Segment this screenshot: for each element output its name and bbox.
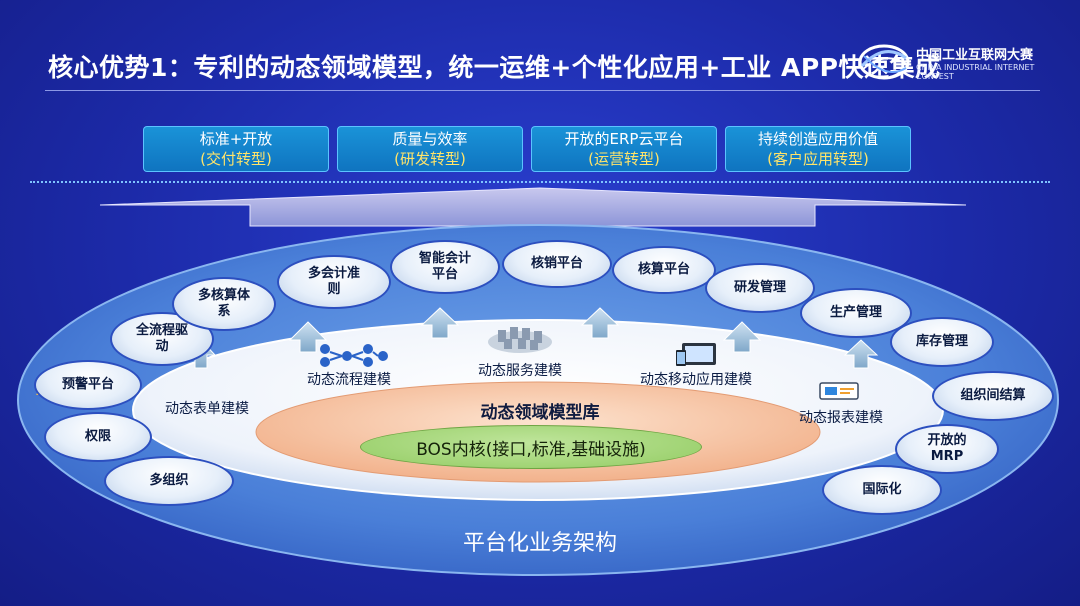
ring-item-alert-platform: 预警平台 <box>34 360 142 410</box>
ring-item-multi-gaap: 多会计准则 <box>277 255 391 309</box>
ring-item-costing-platform: 核算平台 <box>612 246 716 294</box>
ring-item-multi-org: 多组织 <box>104 456 234 506</box>
ring-item-label: 多核算体系 <box>197 288 250 319</box>
ring-item-smart-accounting: 智能会计平台 <box>390 240 500 294</box>
logo-title: 中国工业互联网大赛 <box>916 48 1034 63</box>
mobile-modeling-label: 动态移动应用建模 <box>640 372 752 388</box>
up-arrow-icon <box>580 307 620 339</box>
value-box-sub: (研发转型) <box>394 150 466 168</box>
service-modeling-label: 动态服务建模 <box>478 363 562 379</box>
logo-icon <box>858 44 910 80</box>
up-arrow-icon <box>722 321 762 353</box>
ring-item-label: 开放的MRP <box>927 433 967 464</box>
ring-item-open-mrp: 开放的MRP <box>895 424 999 474</box>
ring-item-inventory-management: 库存管理 <box>890 317 994 367</box>
ring-item-writeoff-platform: 核销平台 <box>502 240 612 288</box>
ring-item-rnd-management: 研发管理 <box>705 263 815 313</box>
ring-item-label: 多会计准则 <box>307 266 360 297</box>
value-box-main: 标准+开放 <box>199 130 273 148</box>
ring-item-label: 全流程驱动 <box>135 323 188 354</box>
up-arrow-icon <box>843 339 879 369</box>
ring-item-multi-accounting: 多核算体系 <box>172 277 276 331</box>
value-box-customer: 持续创造应用价值 (客户应用转型) <box>725 126 911 172</box>
title-divider <box>45 90 1040 91</box>
ring-item-label: 智能会计平台 <box>418 251 471 282</box>
value-box-sub: (交付转型) <box>200 150 272 168</box>
form-modeling-label: 动态表单建模 <box>165 401 249 417</box>
report-modeling-label: 动态报表建模 <box>799 410 883 426</box>
logo-subtitle: CHINA INDUSTRIAL INTERNET CONTEST <box>916 63 1035 81</box>
ring-item-inter-org-settlement: 组织间结算 <box>932 371 1054 421</box>
mobile-app-icon <box>676 343 716 366</box>
ring-item-permission: 权限 <box>44 412 152 462</box>
ring-item-production-management: 生产管理 <box>800 288 912 338</box>
value-box-main: 开放的ERP云平台 <box>564 130 684 148</box>
value-box-operation: 开放的ERP云平台 (运营转型) <box>531 126 717 172</box>
value-box-main: 质量与效率 <box>392 130 468 148</box>
value-box-rnd: 质量与效率 (研发转型) <box>337 126 523 172</box>
up-arrow-icon <box>288 321 328 353</box>
flow-modeling-label: 动态流程建模 <box>307 372 391 388</box>
platform-architecture-label: 平台化业务架构 <box>462 531 617 556</box>
flow-model-icon <box>320 344 388 367</box>
up-arrow-icon <box>420 307 460 339</box>
value-box-delivery: 标准+开放 (交付转型) <box>143 126 329 172</box>
value-box-sub: (运营转型) <box>588 150 660 168</box>
page-title: 核心优势1：专利的动态领域模型，统一运维+个性化应用+工业 APP快速集成 <box>48 53 941 82</box>
report-model-icon <box>819 382 859 400</box>
service-model-icon <box>488 327 552 353</box>
dotted-divider <box>30 181 1050 183</box>
core-model-title: 动态领域模型库 <box>480 403 600 423</box>
contest-logo: 中国工业互联网大赛 CHINA INDUSTRIAL INTERNET CONT… <box>856 40 1046 85</box>
value-box-main: 持续创造应用价值 <box>757 130 878 148</box>
ring-item-internationalization: 国际化 <box>822 465 942 515</box>
bos-kernel: BOS内核(接口,标准,基础设施) <box>360 425 702 469</box>
value-box-sub: (客户应用转型) <box>767 150 869 168</box>
big-up-arrow <box>99 187 967 227</box>
